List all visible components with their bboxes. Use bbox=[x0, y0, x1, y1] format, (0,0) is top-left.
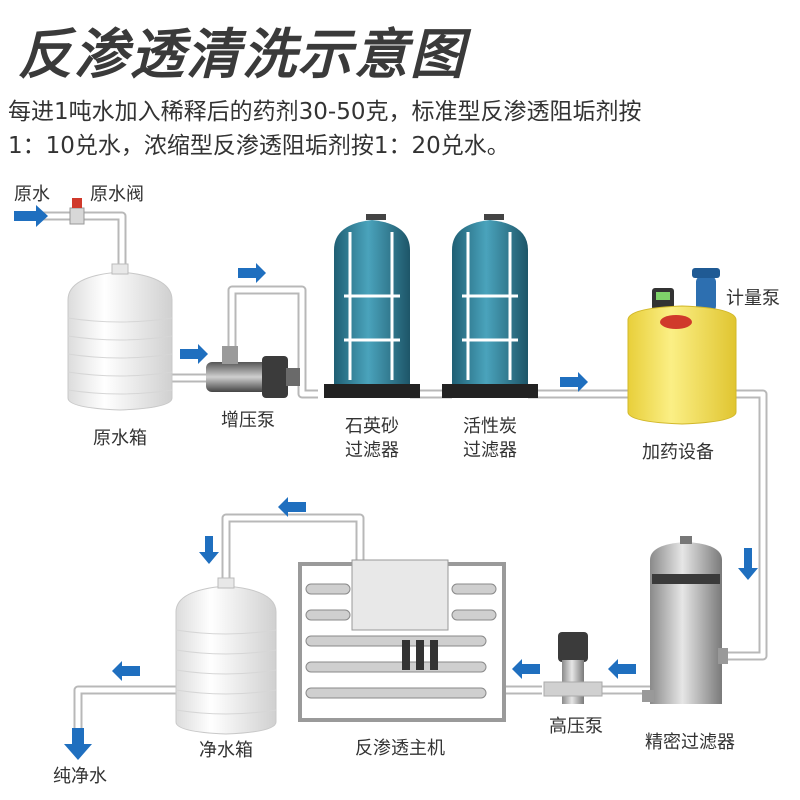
arrow-raw-water bbox=[14, 205, 48, 227]
pipe-clean-outlet bbox=[73, 685, 180, 740]
label-high-pressure-pump: 高压泵 bbox=[549, 716, 603, 737]
arrow-down-precision bbox=[738, 548, 758, 580]
label-quartz-filter-1: 石英砂 bbox=[345, 416, 399, 437]
label-raw-water: 原水 bbox=[14, 184, 50, 205]
label-dosing-equipment: 加药设备 bbox=[642, 442, 714, 463]
arrow-hp-to-ro bbox=[512, 659, 540, 679]
pipe-ro-to-clean bbox=[221, 513, 365, 590]
arrow-pure-water bbox=[64, 728, 92, 760]
high-pressure-pump bbox=[543, 632, 603, 704]
label-raw-water-tank: 原水箱 bbox=[93, 428, 147, 449]
pipe-raw-inlet bbox=[40, 211, 127, 278]
label-raw-water-valve: 原水阀 bbox=[90, 184, 144, 205]
arrow-to-dosing bbox=[560, 372, 588, 392]
description-line-2: 1：10兑水，浓缩型反渗透阻垢剂按1：20兑水。 bbox=[8, 133, 510, 159]
label-clean-water-tank: 净水箱 bbox=[199, 740, 253, 761]
label-ro-main-unit: 反渗透主机 bbox=[355, 738, 445, 759]
diagram-title: 反渗透清洗示意图 bbox=[18, 23, 466, 86]
arrow-to-hp bbox=[608, 659, 636, 679]
arrow-ro-return bbox=[278, 497, 306, 517]
arrow-to-booster bbox=[180, 344, 208, 364]
flow-arrows bbox=[14, 205, 758, 760]
arrow-clean-outlet bbox=[112, 661, 140, 681]
clean-water-tank bbox=[175, 577, 277, 735]
label-carbon-filter-1: 活性炭 bbox=[463, 416, 517, 437]
equipment-labels: 原水 原水阀 原水箱 增压泵 石英砂 过滤器 活性炭 过滤器 计量泵 加药设备 … bbox=[14, 184, 780, 787]
label-metering-pump: 计量泵 bbox=[726, 288, 780, 309]
label-pure-water: 纯净水 bbox=[53, 766, 107, 787]
arrow-down-clean bbox=[199, 536, 219, 564]
label-booster-pump: 增压泵 bbox=[221, 410, 275, 431]
ro-main-unit bbox=[298, 559, 506, 722]
raw-water-valve bbox=[69, 198, 85, 225]
dosing-tank bbox=[627, 305, 737, 425]
raw-water-tank bbox=[67, 263, 173, 411]
label-precision-filter: 精密过滤器 bbox=[645, 732, 735, 753]
pipe-dosing-to-precision bbox=[722, 389, 768, 661]
metering-pump bbox=[652, 268, 720, 312]
arrow-booster-top bbox=[238, 263, 266, 283]
quartz-sand-filter bbox=[324, 214, 420, 398]
activated-carbon-filter bbox=[442, 214, 538, 398]
label-quartz-filter-2: 过滤器 bbox=[345, 440, 399, 461]
label-carbon-filter-2: 过滤器 bbox=[463, 440, 517, 461]
precision-filter bbox=[642, 536, 728, 704]
booster-pump bbox=[206, 346, 300, 398]
description-line-1: 每进1吨水加入稀释后的药剂30-50克，标准型反渗透阻垢剂按 bbox=[8, 99, 642, 125]
